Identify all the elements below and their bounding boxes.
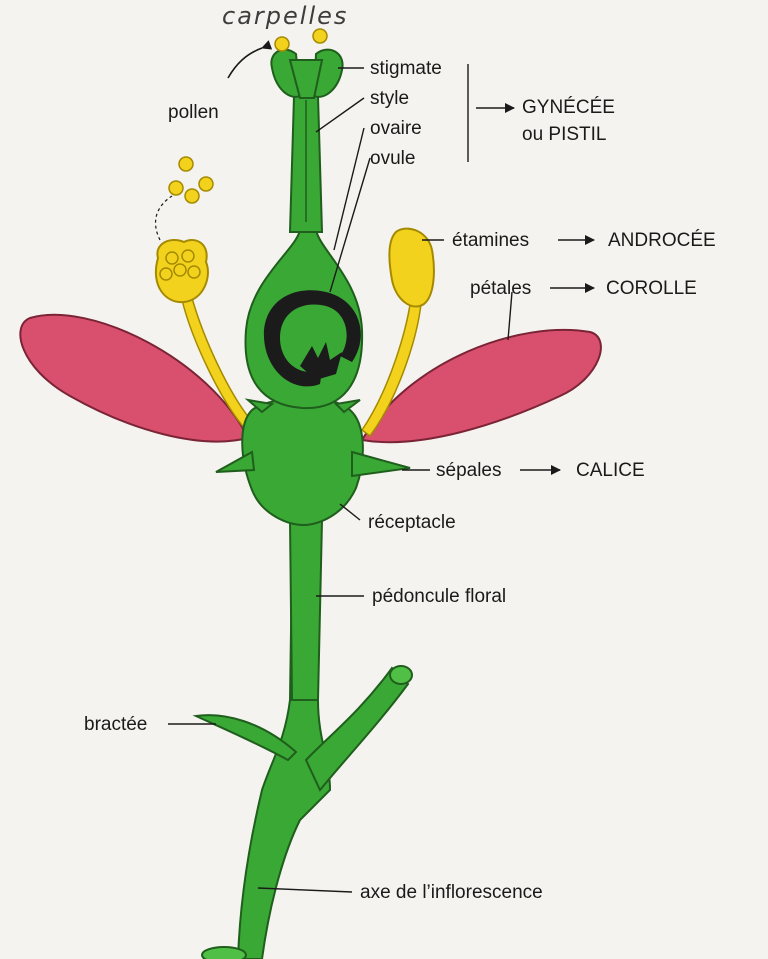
style-leader xyxy=(315,97,365,133)
right-sepal xyxy=(351,450,411,478)
ovule-leader xyxy=(329,157,371,293)
androcee-label: ANDROCÉE xyxy=(608,230,716,251)
left-anther xyxy=(154,239,209,304)
axe-leader xyxy=(257,887,353,893)
petales-leader xyxy=(507,291,513,341)
axe-label: axe de l’inflorescence xyxy=(360,882,543,903)
receptacle-label: réceptacle xyxy=(368,512,456,533)
petales-label: pétales xyxy=(470,278,531,299)
carpelles-label: carpelles xyxy=(222,2,348,30)
right-petal xyxy=(360,328,602,444)
peduncle-shape xyxy=(288,519,324,701)
calice-label: CALICE xyxy=(576,460,645,481)
pedoncule-label: pédoncule floral xyxy=(372,586,506,607)
carpel-tip-right xyxy=(312,28,328,44)
style-label: style xyxy=(370,88,409,109)
pollen-label: pollen xyxy=(168,102,219,123)
ovule-shape xyxy=(263,290,361,387)
etamines-label: étamines xyxy=(452,230,529,251)
left-sepal xyxy=(215,450,256,473)
left-petal xyxy=(19,313,250,443)
stigma-center xyxy=(288,59,324,99)
pollen-dispersal-line xyxy=(155,195,173,241)
ou-pistil-label: ou PISTIL xyxy=(522,124,607,145)
stigmate-label: stigmate xyxy=(370,58,442,79)
carpelles-arrow xyxy=(227,40,273,79)
receptacle-leader xyxy=(339,503,361,521)
bractee-label: bractée xyxy=(84,714,147,735)
pollen-grains xyxy=(168,156,214,204)
branch-cut-end xyxy=(389,665,413,685)
top-right-sepal xyxy=(333,399,361,414)
ovaire-label: ovaire xyxy=(370,118,422,139)
top-left-sepal xyxy=(244,398,275,414)
carpel-tip-left xyxy=(274,36,290,52)
ovule-label: ovule xyxy=(370,148,415,169)
stem-cut-end xyxy=(201,946,247,959)
side-branch xyxy=(304,666,410,792)
ovaire-leader xyxy=(333,127,365,251)
sepales-label: sépales xyxy=(436,460,502,481)
gynecee-label: GYNÉCÉE xyxy=(522,97,615,118)
ovule-tip xyxy=(300,342,342,380)
bract-shape xyxy=(192,714,298,762)
corolle-label: COROLLE xyxy=(606,278,697,299)
right-anther xyxy=(388,227,435,308)
